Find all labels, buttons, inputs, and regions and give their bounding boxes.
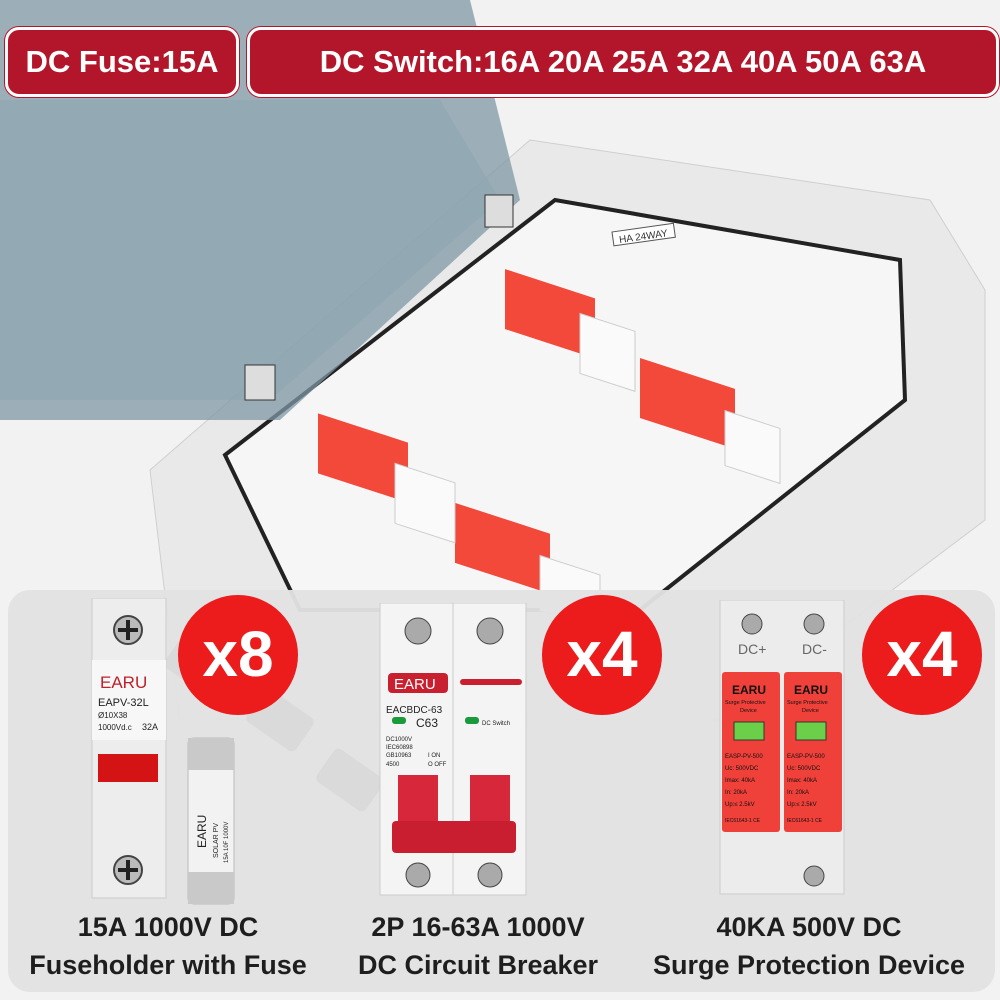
fuse-label: SOLAR PV (213, 823, 220, 858)
breaker-caption-line1: 2P 16-63A 1000V (371, 912, 585, 942)
fuseholder-caption-line1: 15A 1000V DC (77, 912, 259, 942)
spd-up-left: Up:≤ 2.5kV (725, 802, 755, 808)
spd-sub-left: Surge Protective (725, 700, 766, 706)
breaker-on-label: I ON (428, 753, 440, 759)
spd-brand-right: EARU (794, 683, 828, 697)
surge-protector-image: DC+ DC- EARU EARU Surge Protective Surge… (719, 600, 845, 895)
spd-model-right: EASP-PV-500 (787, 754, 825, 760)
modules-row-top (505, 269, 781, 485)
breaker-spec2: IEC60898 (386, 745, 413, 751)
spd-pole-plus: DC+ (738, 641, 766, 657)
spd-in-right: In: 20kA (787, 790, 809, 796)
fuseholder-voltage: 1000Vd.c (98, 723, 132, 732)
spd-caption-line1: 40KA 500V DC (716, 912, 902, 942)
spd-module-left (722, 672, 780, 832)
spd-uc-right: Uc: 500VDC (787, 766, 821, 772)
spd-caption-line2: Surge Protection Device (652, 950, 966, 980)
fuseholder-rating: 32A (142, 722, 158, 732)
breaker-brand: EARU (394, 676, 436, 693)
fuseholder-spec: Ø10X38 (98, 711, 128, 720)
breaker-model: EACBDC-63 (386, 705, 443, 716)
spd-up-right: Up:≤ 2.5kV (787, 802, 817, 808)
breaker-caption-line2: DC Circuit Breaker (357, 950, 599, 980)
breaker-spec4: 4500 (386, 762, 400, 768)
breaker-spec1: DC1000V (386, 737, 412, 743)
breaker-toggle (392, 821, 516, 853)
breaker-spec3: GB10963 (386, 753, 412, 759)
fuse-brand: EARU (195, 815, 209, 848)
spd-model-left: EASP-PV-500 (725, 754, 763, 760)
spd-std-left: IEC61643-1 CE (725, 818, 761, 824)
spd-in-left: In: 20kA (725, 790, 747, 796)
fuse-spec: 15A 10F 1000V (224, 822, 230, 863)
fuseholder-brand: EARU (100, 673, 147, 692)
spd-module-right (784, 672, 842, 832)
breaker-switch-label: DC Switch (482, 721, 510, 727)
circuit-breaker-image: EARU EACBDC-63 C63 DC Switch DC1000V IEC… (379, 603, 527, 896)
breaker-rating: C63 (416, 716, 438, 730)
breaker-quantity-badge: x4 (542, 595, 662, 715)
spd-imax-left: Imax: 40kA (725, 778, 755, 784)
spd-brand-left: EARU (732, 683, 766, 697)
fuseholder-model: EAPV-32L (98, 697, 149, 709)
fuseholder-image: EARU EAPV-32L Ø10X38 1000Vd.c 32A EARU S… (91, 598, 235, 905)
spd-std-right: IEC61643-1 CE (787, 818, 823, 824)
spd-uc-left: Uc: 500VDC (725, 766, 759, 772)
fuseholder-quantity-badge: x8 (178, 595, 298, 715)
spd-sub2-left: Device (740, 708, 757, 714)
switch-rating-badge: DC Switch:16A 20A 25A 32A 40A 50A 63A (247, 27, 999, 97)
spd-imax-right: Imax: 40kA (787, 778, 817, 784)
fuse-cartridge: EARU SOLAR PV 15A 10F 1000V (187, 737, 235, 905)
spd-pole-minus: DC- (802, 641, 827, 657)
breaker-off-label: O OFF (428, 762, 447, 768)
spd-sub2-right: Device (802, 708, 819, 714)
spd-sub-right: Surge Protective (787, 700, 828, 706)
fuse-rating-badge: DC Fuse:15A (5, 27, 239, 97)
spd-quantity-badge: x4 (862, 595, 982, 715)
fuseholder-caption-line2: Fuseholder with Fuse (29, 950, 307, 980)
